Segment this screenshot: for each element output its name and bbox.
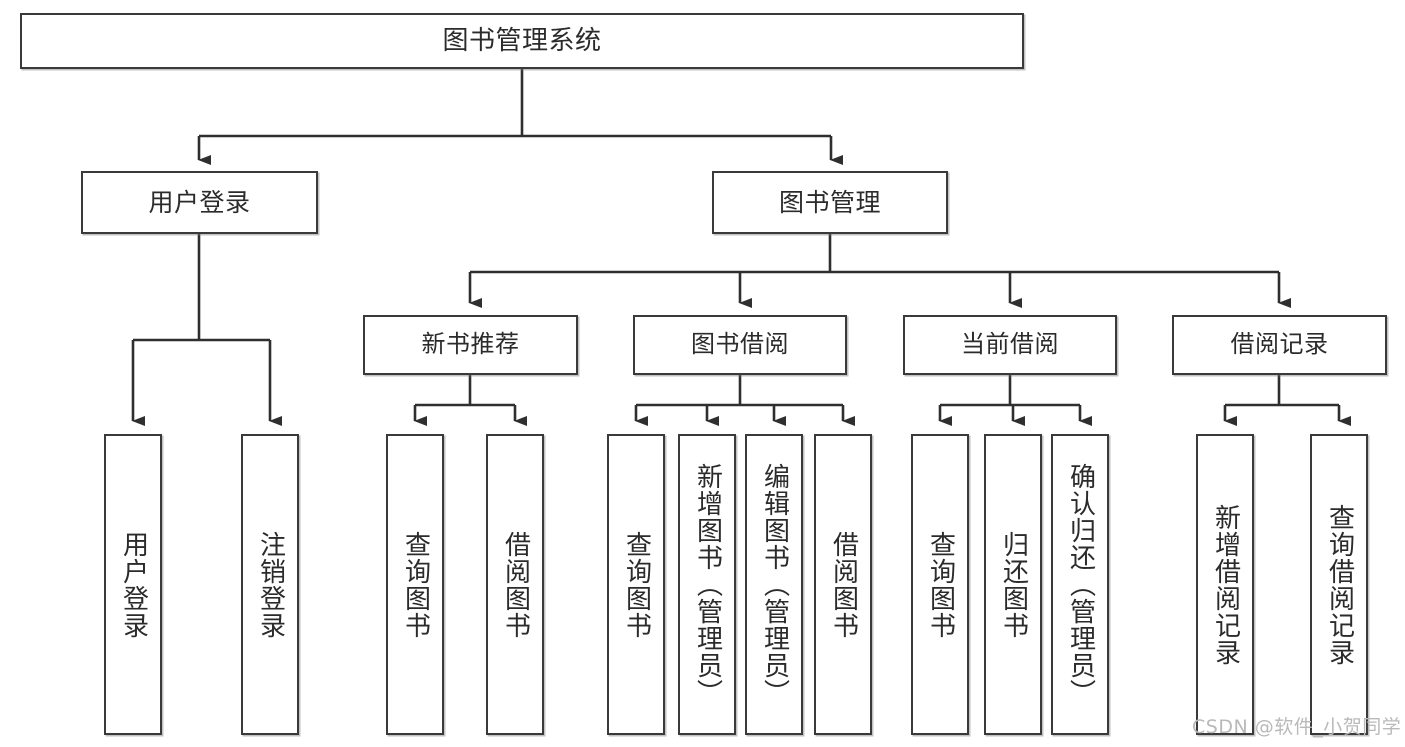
node-leaf-user-logout[interactable]: 注销登录 [241, 434, 299, 735]
node-leaf-query-book-1[interactable]: 查询图书 [386, 434, 444, 735]
node-leaf-query-record[interactable]: 查询借阅记录 [1310, 434, 1368, 735]
node-book-manage[interactable]: 图书管理 [712, 171, 948, 234]
node-new-book-rec[interactable]: 新书推荐 [363, 315, 578, 375]
node-borrow-record-label: 借阅记录 [1230, 330, 1329, 359]
node-leaf-edit-book-label: 编辑图书（管理员） [759, 463, 790, 706]
node-borrow-record[interactable]: 借阅记录 [1172, 315, 1387, 375]
node-leaf-confirm-return-label: 确认归还（管理员） [1065, 463, 1096, 706]
node-book-manage-label: 图书管理 [778, 188, 881, 217]
node-leaf-add-book-label: 新增图书（管理员） [692, 463, 723, 706]
node-leaf-borrow-book-1-label: 借阅图书 [500, 530, 531, 639]
node-leaf-user-logout-label: 注销登录 [255, 530, 286, 639]
node-user-login-label: 用户登录 [148, 188, 251, 217]
node-leaf-borrow-book-2-label: 借阅图书 [828, 530, 859, 639]
watermark: CSDN @软件_小贺同学 [1192, 716, 1402, 738]
node-leaf-add-record-label: 新增借阅记录 [1210, 503, 1241, 666]
node-leaf-borrow-book-2[interactable]: 借阅图书 [814, 434, 872, 735]
node-book-borrow[interactable]: 图书借阅 [633, 315, 847, 375]
node-leaf-user-login-label: 用户登录 [118, 530, 149, 639]
node-current-borrow-label: 当前借阅 [961, 330, 1059, 359]
node-leaf-query-book-3-label: 查询图书 [925, 530, 956, 639]
node-leaf-user-login[interactable]: 用户登录 [104, 434, 162, 735]
node-root[interactable]: 图书管理系统 [20, 13, 1024, 69]
node-leaf-add-record[interactable]: 新增借阅记录 [1196, 434, 1254, 735]
node-leaf-confirm-return[interactable]: 确认归还（管理员） [1051, 434, 1109, 735]
node-leaf-return-book[interactable]: 归还图书 [984, 434, 1042, 735]
node-leaf-query-book-3[interactable]: 查询图书 [911, 434, 969, 735]
node-book-borrow-label: 图书借阅 [691, 330, 789, 359]
node-new-book-rec-label: 新书推荐 [421, 330, 520, 359]
node-leaf-query-record-label: 查询借阅记录 [1324, 503, 1355, 666]
node-user-login[interactable]: 用户登录 [81, 171, 318, 234]
node-leaf-query-book-2-label: 查询图书 [621, 530, 652, 639]
node-root-label: 图书管理系统 [442, 25, 602, 56]
node-leaf-query-book-2[interactable]: 查询图书 [607, 434, 665, 735]
node-current-borrow[interactable]: 当前借阅 [903, 315, 1117, 375]
node-leaf-edit-book[interactable]: 编辑图书（管理员） [745, 434, 803, 735]
node-leaf-return-book-label: 归还图书 [998, 530, 1029, 639]
node-leaf-query-book-1-label: 查询图书 [400, 530, 431, 639]
node-leaf-borrow-book-1[interactable]: 借阅图书 [486, 434, 544, 735]
node-leaf-add-book[interactable]: 新增图书（管理员） [678, 434, 736, 735]
